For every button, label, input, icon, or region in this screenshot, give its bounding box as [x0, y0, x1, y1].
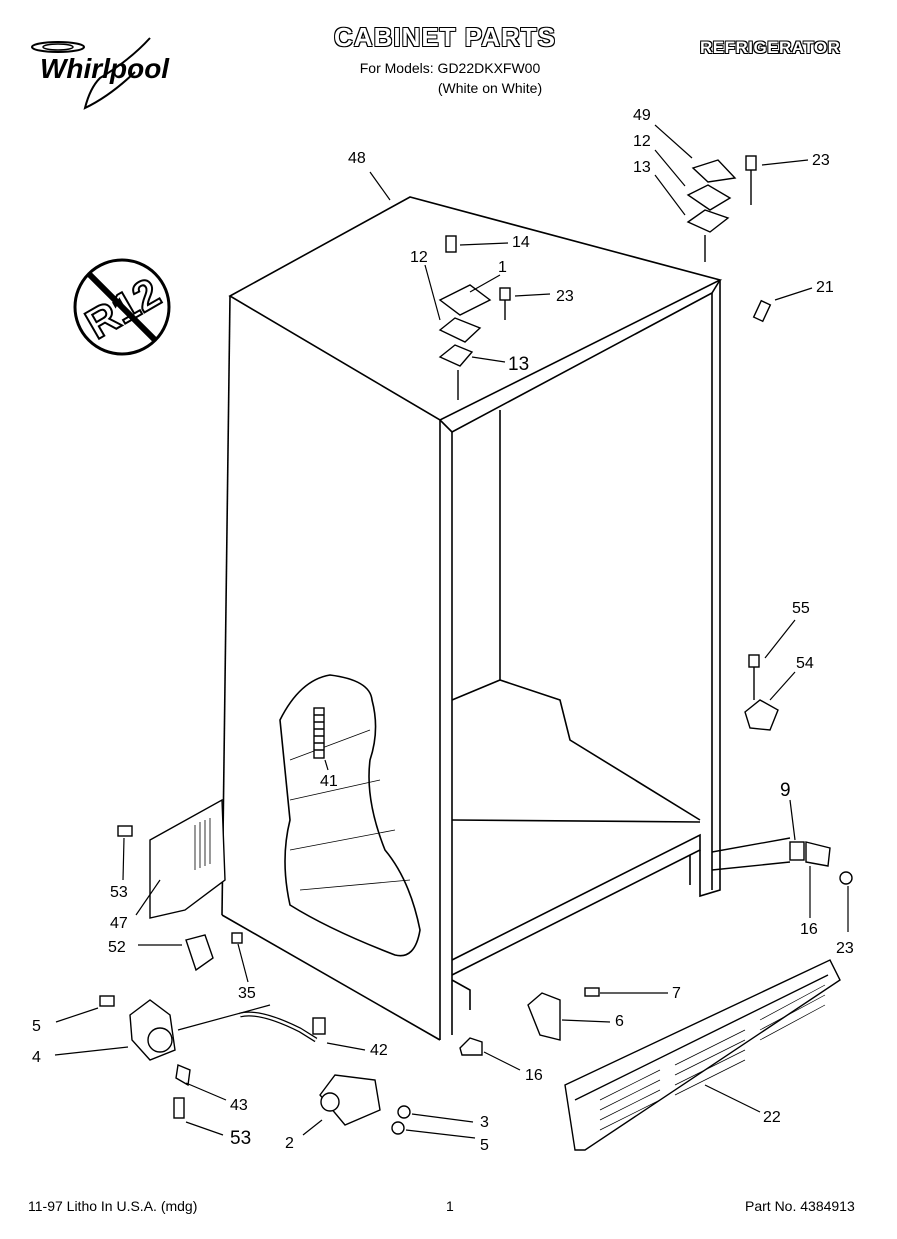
water-tube	[239, 1011, 318, 1043]
callout-12: 12	[633, 133, 651, 150]
callout-4: 4	[32, 1049, 41, 1066]
callout-6: 6	[615, 1013, 624, 1030]
callout-labels: 48 49 12 13 23 14 12 1 23 13 21 55 54 41…	[32, 107, 854, 1154]
leader-lines	[54, 124, 849, 1139]
callout-23: 23	[812, 152, 830, 169]
bracket-6	[527, 987, 600, 1041]
callout-3: 3	[480, 1114, 489, 1131]
drain-hose	[313, 707, 325, 759]
callout-12: 12	[410, 249, 428, 266]
valve-4	[99, 995, 191, 1119]
lower-hinge-assembly	[744, 654, 779, 731]
valve-2	[319, 1074, 411, 1135]
insulation-cutout	[279, 674, 421, 957]
mounting-plate	[117, 798, 226, 919]
callout-9: 9	[780, 780, 791, 801]
center-hinge-assembly	[438, 235, 511, 400]
callout-42: 42	[370, 1042, 388, 1059]
callout-48: 48	[348, 150, 366, 167]
bracket-52	[185, 932, 243, 972]
callout-14: 14	[512, 234, 530, 251]
callout-53: 53	[110, 884, 128, 901]
callout-22: 22	[763, 1109, 781, 1126]
callout-23: 23	[556, 288, 574, 305]
callout-23: 23	[836, 940, 854, 957]
clip-part	[752, 299, 772, 323]
cabinet-shell	[221, 196, 723, 1041]
right-bracket-assembly	[711, 837, 853, 885]
clip-16	[459, 1037, 483, 1056]
color-spec: (White on White)	[437, 80, 543, 96]
litho-note: 11-97 Litho In U.S.A. (mdg)	[28, 1198, 198, 1214]
whirlpool-logo: Whirlpool	[31, 37, 170, 110]
callout-21: 21	[816, 279, 834, 296]
callout-1: 1	[498, 259, 507, 276]
callout-54: 54	[796, 655, 814, 672]
callout-53: 53	[230, 1128, 251, 1149]
callout-41: 41	[320, 773, 338, 790]
callout-49: 49	[633, 107, 651, 124]
callout-47: 47	[110, 915, 128, 932]
callout-13: 13	[508, 354, 529, 375]
part-number: Part No. 4384913	[745, 1198, 855, 1214]
top-hinge-assembly	[686, 155, 757, 262]
callout-16: 16	[800, 921, 818, 938]
page-number: 1	[446, 1198, 454, 1214]
callout-55: 55	[792, 600, 810, 617]
callout-13: 13	[633, 159, 651, 176]
callout-52: 52	[108, 939, 126, 956]
callout-43: 43	[230, 1097, 248, 1114]
page-title: CABINET PARTS	[334, 22, 556, 52]
callout-2: 2	[285, 1135, 294, 1152]
model-number: For Models: GD22DKXFW00	[359, 60, 541, 76]
callout-5: 5	[32, 1018, 41, 1035]
no-r12-badge: R12	[73, 258, 171, 356]
callout-35: 35	[238, 985, 256, 1002]
callout-16: 16	[525, 1067, 543, 1084]
appliance-category: REFRIGERATOR	[700, 38, 841, 57]
callout-7: 7	[672, 985, 681, 1002]
brand-name: Whirlpool	[40, 53, 170, 84]
base-grille	[564, 959, 841, 1151]
callout-5: 5	[480, 1137, 489, 1154]
